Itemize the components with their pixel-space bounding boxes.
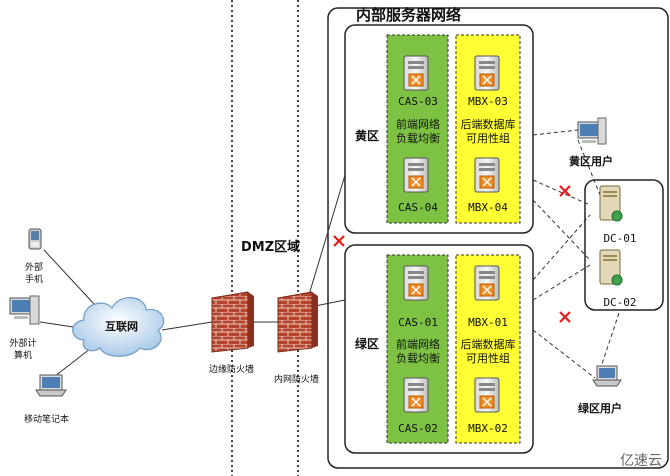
server-label-mbx03: MBX-03	[468, 95, 508, 108]
server-icon-cas02	[403, 377, 429, 413]
link-cloud-edge-firewall	[161, 321, 213, 331]
dc02-label: DC-02	[603, 296, 637, 309]
dc01-label: DC-01	[603, 232, 637, 245]
dmz-label: DMZ区域	[241, 240, 301, 255]
internal-network-title: 内部服务器网络	[356, 6, 462, 24]
server-icons	[403, 55, 500, 413]
link-firewall-yellow	[304, 174, 346, 309]
dc-box	[584, 179, 664, 311]
server-icon-cas01	[403, 265, 429, 301]
dc01-server-icon	[599, 185, 623, 222]
frontend-label-yellow-2: 负载均衡	[396, 132, 440, 145]
external-phone-label: 外部手机	[24, 263, 43, 285]
blocked-x-1	[333, 235, 345, 247]
green-zone-label: 绿区	[355, 337, 380, 351]
yellow-users-label: 黄区用户	[569, 155, 613, 168]
backend-label-green-1: 后端数据库	[460, 338, 516, 351]
watermark: 亿速云	[620, 453, 662, 469]
server-icon-cas03	[403, 55, 429, 91]
backend-label-yellow-1: 后端数据库	[460, 118, 516, 131]
link-yellowusers-dc	[577, 139, 601, 196]
computer-icon	[9, 295, 40, 325]
link-greenusers-dc	[599, 309, 621, 371]
server-icon-mbx03	[474, 55, 500, 91]
green-zone-box	[344, 244, 534, 454]
server-label-cas04: CAS-04	[398, 201, 438, 214]
link-yellow-yellowusers	[532, 129, 579, 136]
blocked-marks	[333, 185, 571, 323]
server-label-cas01: CAS-01	[398, 316, 438, 329]
blocked-x-3	[559, 311, 571, 323]
internal-firewall-label: 内网防火墙	[274, 375, 320, 385]
link-laptop-cloud	[49, 344, 96, 381]
dc02-server-icon	[599, 249, 623, 286]
green-users-label: 绿区用户	[578, 402, 622, 415]
server-label-mbx04: MBX-04	[468, 201, 508, 214]
link-green-dc01	[532, 214, 591, 281]
yellow-zone-box	[344, 24, 534, 234]
server-icon-mbx02	[474, 377, 500, 413]
backend-label-yellow-2: 可用性组	[466, 132, 510, 145]
link-yellow-dc01	[532, 179, 591, 206]
edge-firewall-label: 边缘防火墙	[209, 365, 255, 375]
server-icon-cas04	[403, 157, 429, 193]
server-label-mbx01: MBX-01	[468, 316, 508, 329]
green-users-laptop-icon	[592, 365, 622, 387]
backend-label-green-2: 可用性组	[466, 352, 510, 365]
edge-firewall-icon	[211, 291, 254, 353]
frontend-label-yellow-1: 前端网络	[396, 118, 440, 131]
yellow-zone-label: 黄区	[355, 129, 380, 143]
laptop-icon	[35, 374, 67, 397]
internet-label: 互联网	[105, 320, 138, 333]
link-green-greenusers	[532, 329, 596, 379]
phone-icon	[28, 228, 42, 250]
server-label-mbx02: MBX-02	[468, 422, 508, 435]
server-label-cas02: CAS-02	[398, 422, 438, 435]
yellow-users-pc-icon	[577, 117, 607, 145]
internal-network-box	[327, 7, 669, 469]
server-label-cas03: CAS-03	[398, 95, 438, 108]
blocked-x-2	[559, 185, 571, 197]
internet-cloud-icon	[72, 297, 165, 357]
server-icon-mbx01	[474, 265, 500, 301]
external-computer-label: 外部计算机	[9, 339, 37, 361]
internal-firewall-icon	[277, 291, 318, 353]
frontend-label-green-1: 前端网络	[396, 338, 440, 351]
link-phone-cloud	[43, 249, 96, 306]
laptop-label: 移动笔记本	[24, 415, 70, 425]
link-yellow-dc02	[532, 199, 591, 261]
link-green-dc02	[532, 264, 591, 301]
server-icon-mbx04	[474, 157, 500, 193]
frontend-label-green-2: 负载均衡	[396, 352, 440, 365]
